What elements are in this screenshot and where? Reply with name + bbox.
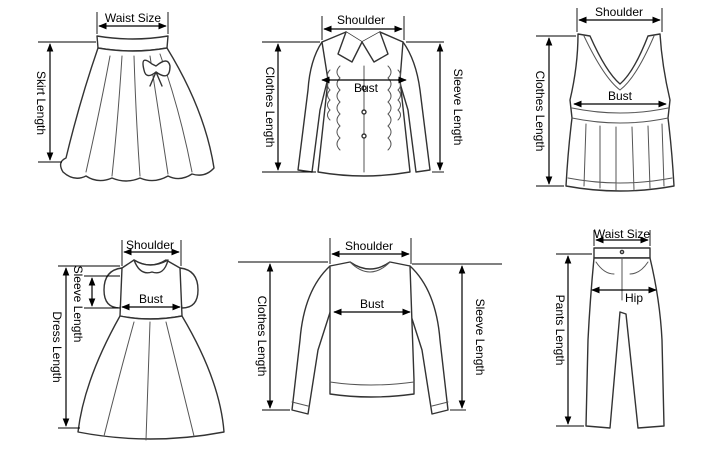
sweater-body [329,261,415,398]
sweater-left-sleeve [291,265,335,415]
dress-bust-label: Bust [139,292,164,306]
jacket-clothes-length-label: Clothes Length [263,67,277,148]
top-empire-band [571,107,669,124]
skirt-body [59,47,215,182]
pants-figure [585,247,665,429]
sweater-measurements: Shoulder Bust Clothes Length Sleeve Leng… [238,238,502,411]
skirt-fold-lines [85,53,193,177]
top-shoulder-label: Shoulder [595,5,643,19]
sweater-shoulder-label: Shoulder [345,239,393,253]
dress-skirt-folds [103,321,195,441]
skirt-measurements: Waist Size Skirt Length [34,11,169,163]
jacket-shoulder-label: Shoulder [337,13,385,27]
pants-length-label: Pants Length [553,295,567,366]
dress-measurements: Shoulder Bust Sleeve Length Dress Length [50,238,182,429]
sweater-sleeve-length-label: Sleeve Length [473,299,487,376]
top-neckline [583,35,655,91]
dress-collar [133,259,169,274]
skirt-figure [59,35,215,182]
pants-measurements: Waist Size Hip Pants Length [553,227,657,427]
sweater-neckline [349,261,391,273]
pants-hip-label: Hip [625,291,643,305]
dress-sleeve-length-label: Sleeve Length [71,266,85,343]
dress-length-label: Dress Length [50,311,64,382]
sweater-figure [291,261,449,415]
jacket-measurements: Shoulder Bust Clothes Length Sleeve Leng… [262,13,465,173]
jacket-sleeve-length-label: Sleeve Length [451,69,465,146]
jacket-right-sleeve [395,41,431,173]
dress-skirt [77,315,225,440]
sweater-hem [291,381,449,407]
skirt-waist-label: Waist Size [105,11,162,25]
jacket-bust-label: Bust [354,81,379,95]
top-bust-label: Bust [608,89,633,103]
dress-right-puff-sleeve [177,267,199,309]
skirt-length-label: Skirt Length [34,71,48,135]
jacket-collar [337,31,389,63]
bow-icon [142,59,171,87]
top-clothes-length-label: Clothes Length [533,71,547,152]
pants-legs [585,257,665,429]
top-figure [565,33,675,192]
dress-figure [77,259,225,441]
jacket-left-sleeve [297,41,331,173]
sweater-clothes-length-label: Clothes Length [255,296,269,377]
top-pleats [567,123,673,191]
sweater-bust-label: Bust [360,297,385,311]
sweater-right-sleeve [405,265,449,415]
pants-waist-label: Waist Size [594,227,651,241]
top-body [565,33,675,192]
dress-shoulder-label: Shoulder [126,238,174,252]
jacket-figure [297,31,431,177]
top-measurements: Shoulder Bust Clothes Length [533,5,667,187]
